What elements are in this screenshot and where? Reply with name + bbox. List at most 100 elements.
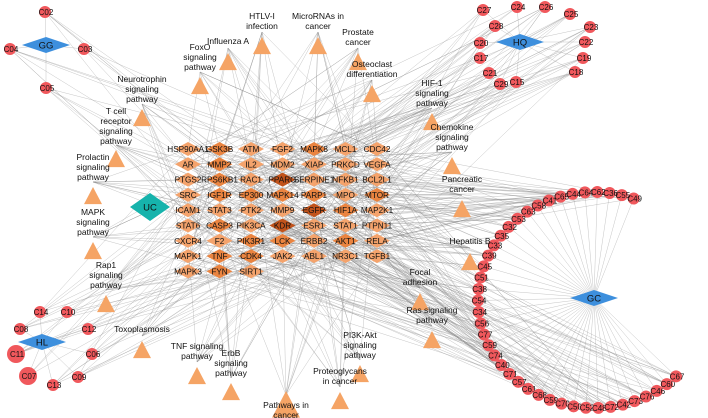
compound-circle [670,370,683,383]
pathway-label: in cancer [323,376,358,386]
compound-label: C74 [488,351,503,360]
compound-circle [82,323,94,335]
pathway-label: PI3K-Akt [343,330,377,340]
herb-label: HL [36,338,48,349]
compound-label: C68 [532,391,547,400]
target-diamond [175,218,201,233]
herb-label: GG [39,41,54,52]
herb-node-hl: HL [18,334,66,350]
target-diamond [332,172,359,187]
target-label: MDM2 [270,160,295,169]
pathway-triangle [443,157,461,175]
target-label: ABL1 [304,252,324,261]
compound-circle [554,190,567,203]
compound-circle [487,239,500,252]
compound-node-c74: C74 [488,349,503,362]
compound-node-c33: C33 [487,239,503,252]
pathway-label: signaling [214,358,248,368]
target-diamond [206,187,233,202]
pathway-label: Toxoplasmosis [114,324,170,334]
target-label: MAPK3 [174,267,202,276]
compound-label: C62 [591,188,606,197]
target-diamond [269,142,296,156]
compound-circle [502,220,515,233]
target-node-xiap: XIAP [301,157,327,172]
target-node-casp3: CASP3 [206,218,233,233]
target-diamond [364,218,390,233]
compound-circle [482,339,495,352]
compound-node-c06: C06 [86,348,101,360]
target-diamond [269,218,296,233]
target-diamond [332,233,359,248]
compound-circle [522,382,535,395]
compound-node-c11: C11 [7,345,25,363]
target-node-esr1: ESR1 [301,218,327,233]
target-label: FGF2 [272,145,293,154]
target-node-gsk3b: GSK3B [206,142,234,156]
target-label: KDR [274,222,291,231]
compound-label: C48 [592,404,607,413]
target-label: PIK3R1 [237,237,266,246]
compound-label: C56 [474,319,489,328]
pathway-triangle [461,253,479,271]
target-label: ICAM1 [175,206,200,215]
compound-circle [543,393,556,406]
pathway-label: infection [246,21,278,31]
compound-label: C18 [569,68,584,77]
target-label: MAP2K1 [361,206,394,215]
compound-node-c21: C21 [483,67,498,79]
compound-node-c07: C07 [19,367,37,385]
pathway-label: pathway [184,62,216,72]
target-node-rps6kb1: RPS6KB1 [201,172,238,187]
compound-node-c15: C15 [510,76,525,88]
compound-label: C15 [510,78,525,87]
target-label: RAC1 [240,176,262,185]
pathway-label: signaling [76,217,110,227]
compound-circle [511,212,524,225]
target-diamond [206,142,233,156]
target-label: MCL1 [335,145,357,154]
target-node-icam1: ICAM1 [175,203,201,218]
target-label: CXCR4 [174,237,202,246]
target-label: MAPK1 [174,252,202,261]
compound-circle [4,43,16,55]
target-node-mapk14: MAPK14 [266,187,299,202]
pathway-label: HTLV-I [249,11,275,21]
target-label: MMP9 [271,206,295,215]
compound-label: C34 [472,308,487,317]
compound-node-c53: C53 [511,212,526,225]
target-diamond [206,264,233,279]
compound-circle [78,43,90,55]
target-node-ptgs2: PTGS2 [175,172,202,187]
compound-circle [639,390,652,403]
compound-label: C67 [670,372,685,381]
target-node-rac1: RAC1 [238,172,264,187]
compound-circle [474,52,486,64]
target-label: TGFB1 [364,252,391,261]
pathway-label: Influenza A [207,36,249,46]
target-diamond [238,187,264,202]
compound-label: C50 [567,402,582,411]
compound-label: C70 [555,400,570,409]
target-diamond [206,249,233,264]
target-label: STAT1 [333,222,358,231]
compound-circle [483,67,495,79]
compound-node-c09: C09 [72,371,87,383]
compound-circle [474,271,487,284]
compound-label: C57 [512,378,527,387]
compound-node-c38: C38 [472,282,487,295]
target-diamond [364,249,390,264]
compound-label: C64 [579,188,594,197]
compound-circle [539,1,551,13]
pathway-label: T cell [106,106,126,116]
compound-circle [564,8,576,20]
compound-circle [40,82,52,94]
compound-node-c22: C22 [579,36,594,48]
target-node-nfkb1: NFKB1 [332,172,359,187]
compound-label: C55 [615,191,630,200]
